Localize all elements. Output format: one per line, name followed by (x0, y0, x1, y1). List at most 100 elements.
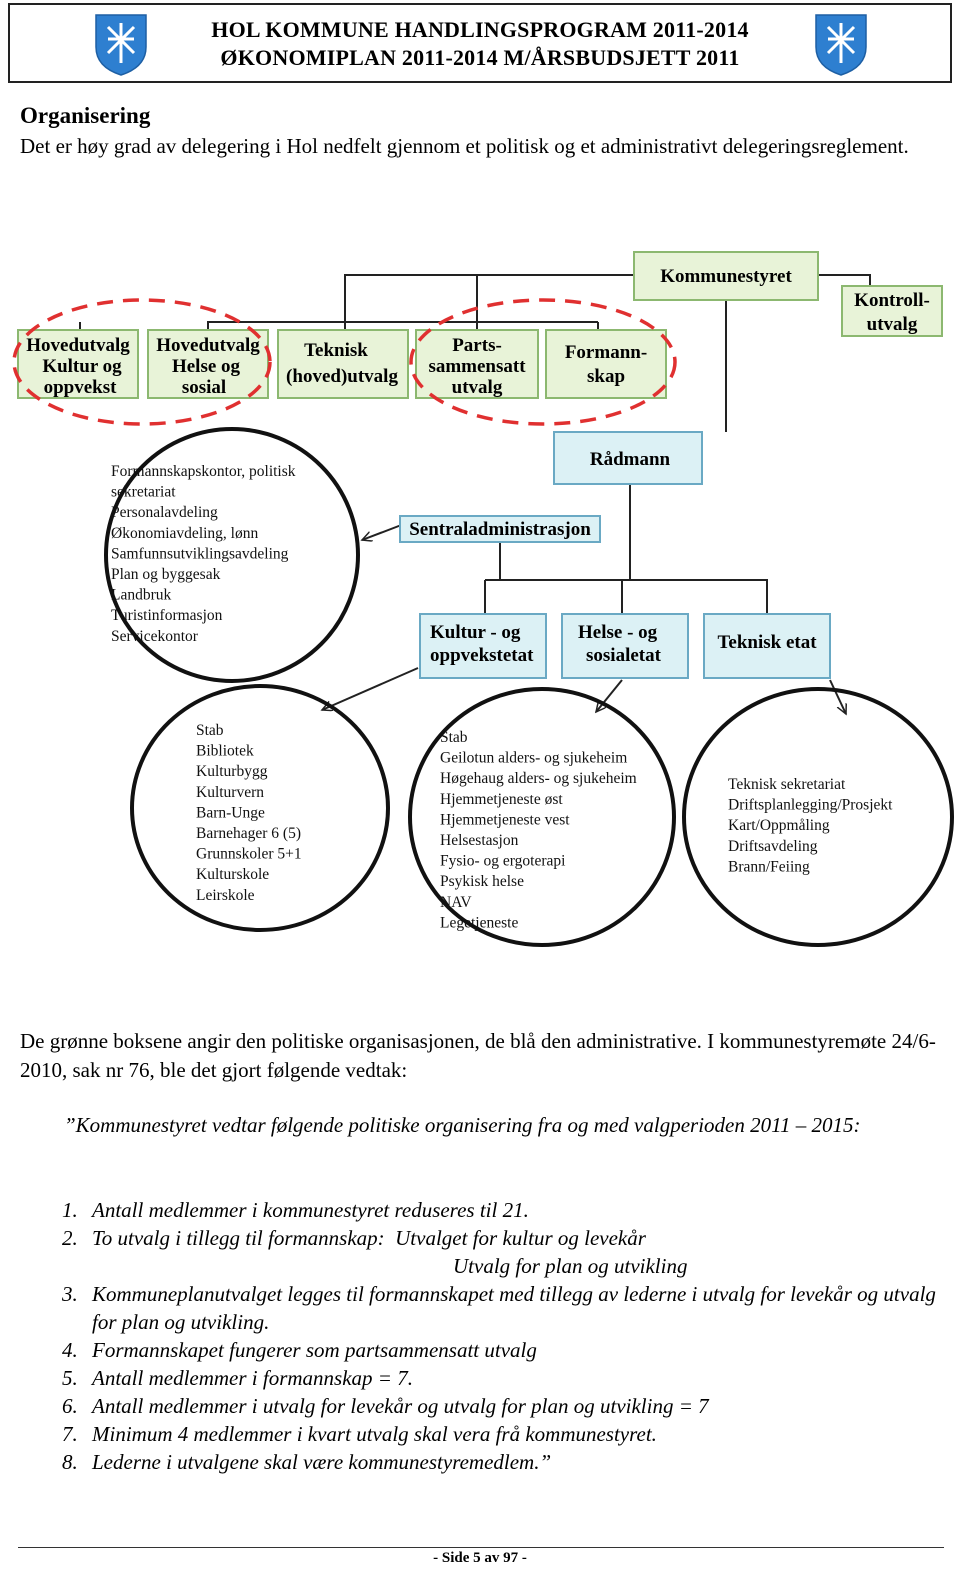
list-number: 4. (62, 1338, 78, 1362)
list-text: Formannskapet fungerer som partsammensat… (92, 1338, 537, 1362)
sentral-units-circle (104, 427, 360, 683)
list-text: Antall medlemmer i kommunestyret reduser… (92, 1198, 529, 1222)
arrow-to-helse-units (596, 679, 623, 712)
list-number: 6. (62, 1394, 78, 1418)
sentral-units-list: Formannskapskontor, politisksekretariatP… (111, 463, 296, 645)
kommunestyret-label: Kommunestyret (660, 266, 792, 287)
unit-item: Formannskapskontor, politisk (111, 463, 296, 480)
header-title-line1: HOL KOMMUNE HANDLINGSPROGRAM 2011-2014 (211, 17, 749, 42)
unit-item: Økonomiavdeling, lønn (111, 525, 258, 542)
list-item: 6. Antall medlemmer i utvalg for levekår … (62, 1392, 952, 1420)
list-text: Minimum 4 medlemmer i kvart utvalg skal … (92, 1422, 657, 1446)
unit-lists: Formannskapskontor, politisksekretariatP… (111, 463, 893, 931)
admin-connectors (484, 484, 768, 614)
helse-units-circle (408, 687, 676, 947)
sentraladministrasjon-box (399, 515, 601, 543)
helse-etat-line1: Helse - og (578, 622, 658, 643)
list-number: 3. (62, 1282, 78, 1306)
page-number: - Side 5 av 97 - (433, 1550, 527, 1566)
arrow-to-kultur-units (322, 667, 419, 710)
hovedutvalg-kultur-line2: Kultur og (42, 356, 122, 377)
kontrollutvalg-line2: utvalg (867, 314, 918, 335)
arrow-to-teknisk-units (829, 679, 846, 714)
kontrollutvalg-box (841, 285, 943, 337)
list-number: 8. (62, 1450, 78, 1474)
hol-crest-icon-left (95, 14, 147, 76)
list-text: To utvalg i tillegg til formannskap: Utv… (92, 1226, 646, 1250)
helse-etat-line2: sosialetat (586, 645, 662, 666)
hovedutvalg-kultur-box (17, 329, 139, 399)
hol-crest-icon-right (815, 14, 867, 76)
kultur-etat-line2: oppvekstetat (430, 645, 534, 666)
kultur-units-circle (130, 684, 390, 932)
hovedutvalg-helse-line2: Helse og (172, 356, 241, 377)
unit-item: Leirskole (196, 887, 255, 904)
header-title-line2: ØKONOMIPLAN 2011-2014 M/ÅRSBUDSJETT 2011 (220, 45, 740, 70)
hovedutvalg-helse-box (147, 329, 269, 399)
list-item: 7.Minimum 4 medlemmer i kvart utvalg ska… (62, 1420, 952, 1448)
list-item: 5. Antall medlemmer i formannskap = 7. (62, 1364, 952, 1392)
page-header: HOL KOMMUNE HANDLINGSPROGRAM 2011-2014 Ø… (8, 3, 952, 83)
unit-item: Kart/Oppmåling (728, 817, 830, 834)
unit-item: Driftsplanlegging/Prosjekt (728, 797, 893, 814)
unit-circles (104, 427, 954, 947)
list-item: 2.To utvalg i tillegg til formannskap: U… (62, 1224, 952, 1252)
unit-item: Legetjeneste (440, 914, 518, 931)
teknisk-utvalg-line2: (hoved)utvalg (286, 366, 398, 387)
unit-item: Grunnskoler 5+1 (196, 846, 302, 863)
hovedutvalg-kultur-line1: Hovedutvalg (26, 335, 130, 356)
decision-quote: ”Kommunestyret vedtar følgende politiske… (64, 1113, 861, 1137)
list-item: 4. Formannskapet fungerer som partsammens… (62, 1336, 952, 1364)
dashed-ellipse-parts-formannskap (409, 298, 677, 426)
unit-item: Barn-Unge (196, 804, 265, 821)
unit-item: Landbruk (111, 587, 172, 604)
list-item-continuation: Utvalg for plan og utvikling (62, 1252, 952, 1280)
unit-item: Servicekontor (111, 628, 199, 645)
kultur-units-list: StabBibliotekKulturbyggKulturvernBarn-Un… (196, 722, 302, 904)
section-title: Organisering (20, 103, 151, 128)
kultur-etat-line1: Kultur - og (430, 622, 521, 643)
list-item: 8. Lederne i utvalgene skal være kommunes… (62, 1448, 952, 1476)
hovedutvalg-kultur-line3: oppvekst (44, 377, 118, 398)
unit-item: Samfunnsutviklingsavdeling (111, 545, 289, 562)
list-text: Antall medlemmer i formannskap = 7. (92, 1366, 413, 1390)
list-number: 5. (62, 1366, 78, 1390)
formannskap-line2: skap (587, 366, 625, 387)
dashed-ellipse-hovedutvalg (12, 298, 272, 426)
sentraladministrasjon-label: Sentraladministrasjon (409, 519, 591, 540)
unit-item: Kulturvern (196, 784, 264, 801)
political-boxes: Kommunestyret Kontroll- utvalg Hovedutva… (17, 251, 943, 399)
unit-item: Plan og byggesak (111, 566, 221, 583)
arrow-to-sentral-units (362, 523, 405, 540)
partssammensatt-line2: sammensatt (428, 356, 526, 377)
partssammensatt-box (415, 329, 539, 399)
list-number: 1. (62, 1198, 78, 1222)
unit-item: Hjemmetjeneste vest (440, 811, 570, 828)
unit-item: Høgehaug alders- og sjukeheim (440, 770, 637, 787)
unit-item: Turistinformasjon (111, 607, 223, 624)
list-text: Utvalg for plan og utvikling (453, 1254, 688, 1278)
kontrollutvalg-line1: Kontroll- (854, 290, 930, 311)
dashed-highlights (12, 298, 677, 426)
list-text: Lederne i utvalgene skal være kommunesty… (92, 1450, 552, 1474)
teknisk-utvalg-box (277, 329, 409, 399)
footer-rule (18, 1547, 944, 1548)
helse-etat-box (561, 613, 689, 679)
org-chart: Kommunestyret Kontroll- utvalg Hovedutva… (12, 251, 954, 947)
unit-item: Bibliotek (196, 743, 254, 760)
hovedutvalg-helse-line1: Hovedutvalg (156, 335, 260, 356)
unit-item: Fysio- og ergoterapi (440, 853, 566, 870)
unit-item: Hjemmetjeneste øst (440, 791, 563, 808)
decision-list: 1. Antall medlemmer i kommunestyret redus… (62, 1196, 952, 1476)
unit-item: Brann/Feiing (728, 858, 810, 875)
admin-boxes: Rådmann Sentraladministrasjon Kultur - o… (399, 431, 831, 679)
list-text: Antall medlemmer i utvalg for levekår og… (92, 1394, 709, 1418)
radmann-box (553, 431, 703, 485)
list-item: 3.Kommuneplanutvalget legges til formann… (62, 1280, 952, 1336)
formannskap-box (545, 329, 667, 399)
unit-item: Personalavdeling (111, 504, 218, 521)
unit-item: Psykisk helse (440, 873, 524, 890)
teknisk-etat-box (703, 613, 831, 679)
formannskap-line1: Formann- (565, 342, 647, 363)
